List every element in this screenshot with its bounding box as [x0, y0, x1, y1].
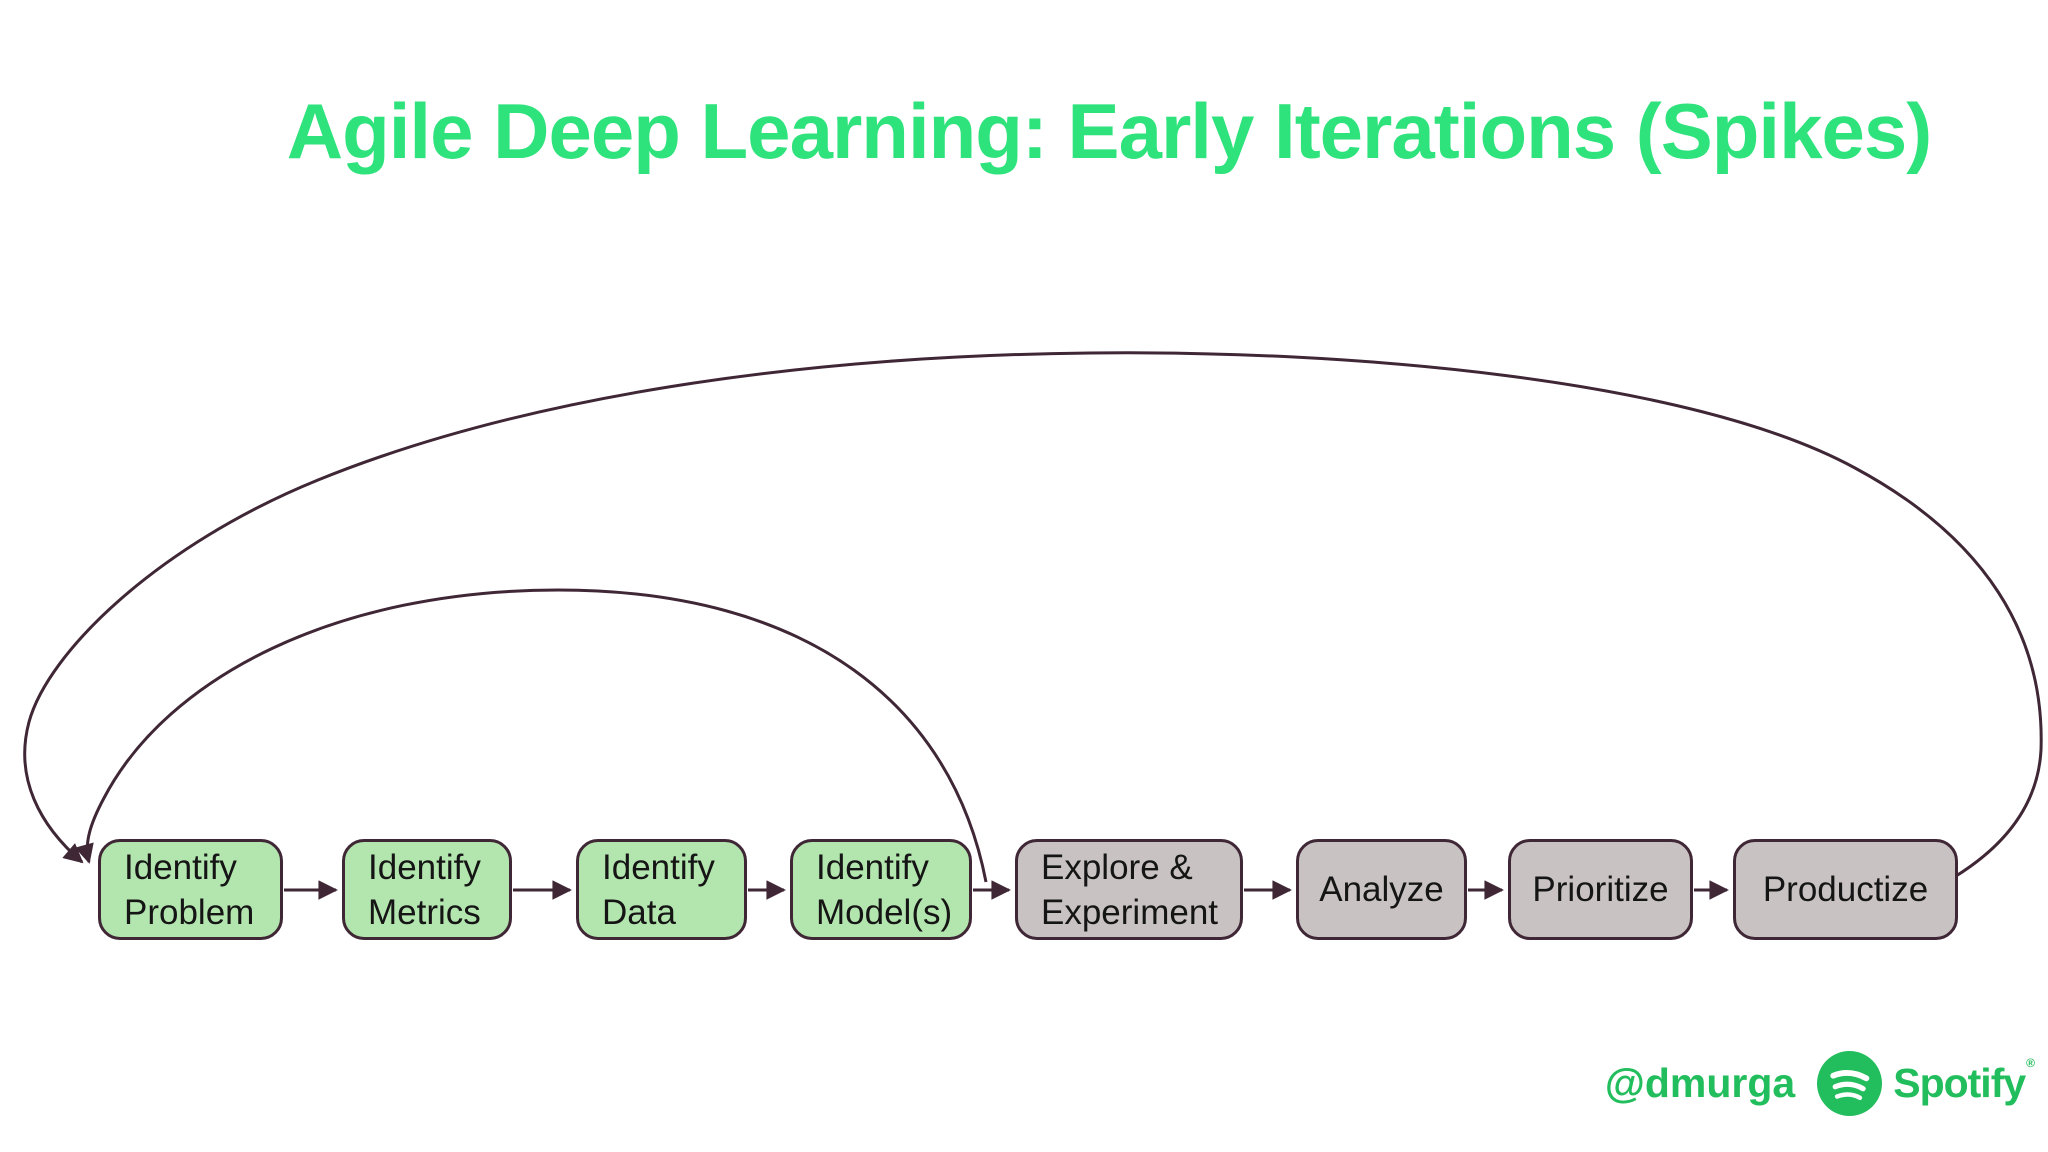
registered-trademark-symbol: ®	[2026, 1056, 2035, 1070]
flow-box-identify-data: Identify Data	[576, 839, 747, 940]
flow-box-analyze: Analyze	[1296, 839, 1467, 940]
loop-arrow-models-to-problem	[74, 588, 988, 883]
spotify-logo-icon	[1817, 1050, 1883, 1116]
loop-arrow-productize-to-problem	[23, 351, 2043, 878]
spotify-wordmark: Spotify	[1893, 1059, 2026, 1106]
flow-box-identify-metrics: Identify Metrics	[342, 839, 512, 940]
flow-box-identify-problem: Identify Problem	[98, 839, 283, 940]
slide-title: Agile Deep Learning: Early Iterations (S…	[286, 87, 1932, 175]
flow-box-identify-models: Identify Model(s)	[790, 839, 972, 940]
flow-box-productize: Productize	[1733, 839, 1958, 940]
flow-box-explore-experiment: Explore & Experiment	[1015, 839, 1243, 940]
twitter-handle: @dmurga	[1604, 1059, 1796, 1106]
flow-box-prioritize: Prioritize	[1508, 839, 1693, 940]
footer-branding: @dmurga Spotify ®	[1604, 1050, 2035, 1116]
